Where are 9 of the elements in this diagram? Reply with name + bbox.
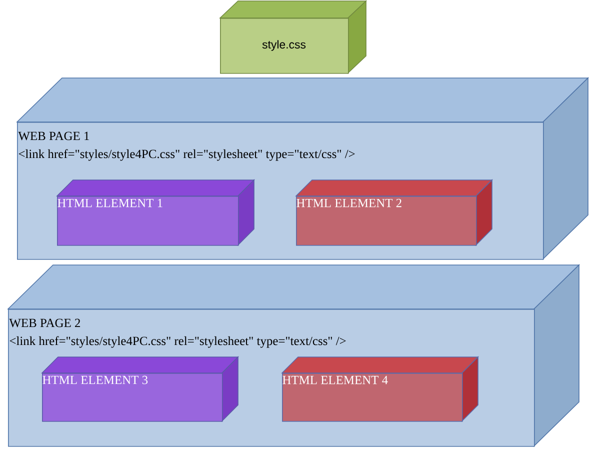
- box-label: HTML ELEMENT 2: [296, 198, 402, 208]
- page-heading: WEB PAGE 1: [18, 132, 89, 140]
- box-label: HTML ELEMENT 4: [282, 376, 388, 384]
- box-label: HTML ELEMENT 1: [58, 198, 162, 208]
- box-label: style.css: [262, 40, 306, 51]
- box-label: HTML ELEMENT 3: [42, 376, 148, 384]
- code-line: <link href="styles/style4PC.css" rel="stylesheet" type="text/css" />: [18, 149, 355, 161]
- page-heading: WEB PAGE 2: [9, 318, 80, 328]
- code-line: <link href="styles/style4PC.css" rel="stylesheet" type="text/css" />: [10, 336, 346, 348]
